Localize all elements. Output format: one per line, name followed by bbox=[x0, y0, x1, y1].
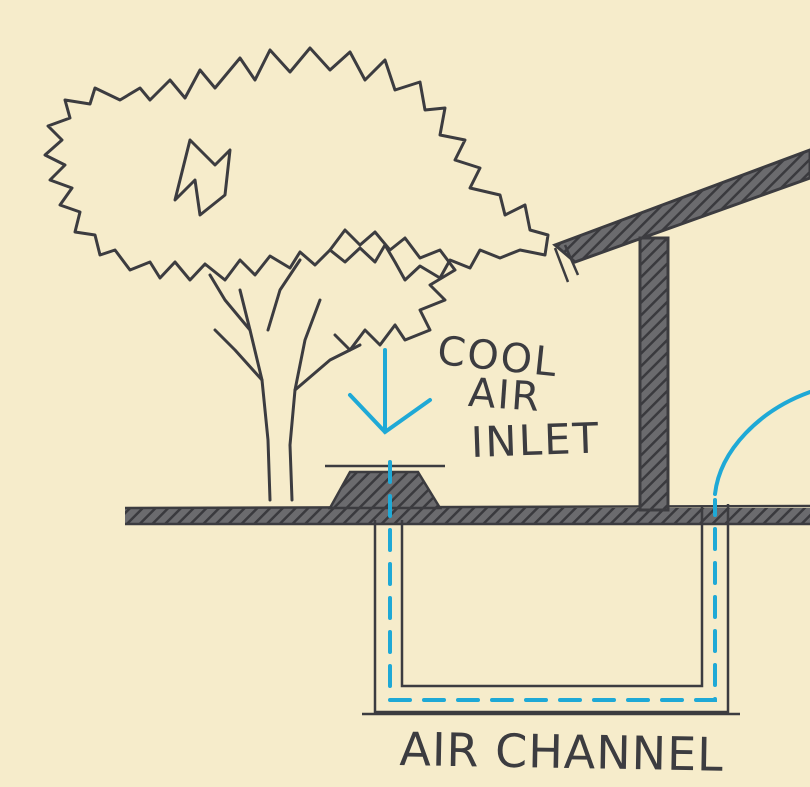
inlet-arrow-icon bbox=[350, 350, 430, 432]
tree-lower-canopy bbox=[330, 230, 455, 350]
tree-branch-2 bbox=[295, 345, 360, 390]
tree-trunk-right bbox=[290, 300, 320, 500]
ground-surface bbox=[125, 466, 810, 524]
air-channel bbox=[362, 504, 740, 714]
tree-branch-3 bbox=[268, 260, 300, 330]
air-channel-label: AIR CHANNEL bbox=[399, 722, 724, 782]
air-label: AIR bbox=[467, 370, 543, 421]
wall bbox=[640, 238, 668, 510]
inlet-label: INLET bbox=[470, 413, 601, 466]
roof bbox=[555, 150, 810, 262]
tree-inner-mark bbox=[175, 140, 230, 215]
outflow-curve bbox=[715, 392, 810, 494]
tree-canopy-outline bbox=[45, 48, 548, 280]
